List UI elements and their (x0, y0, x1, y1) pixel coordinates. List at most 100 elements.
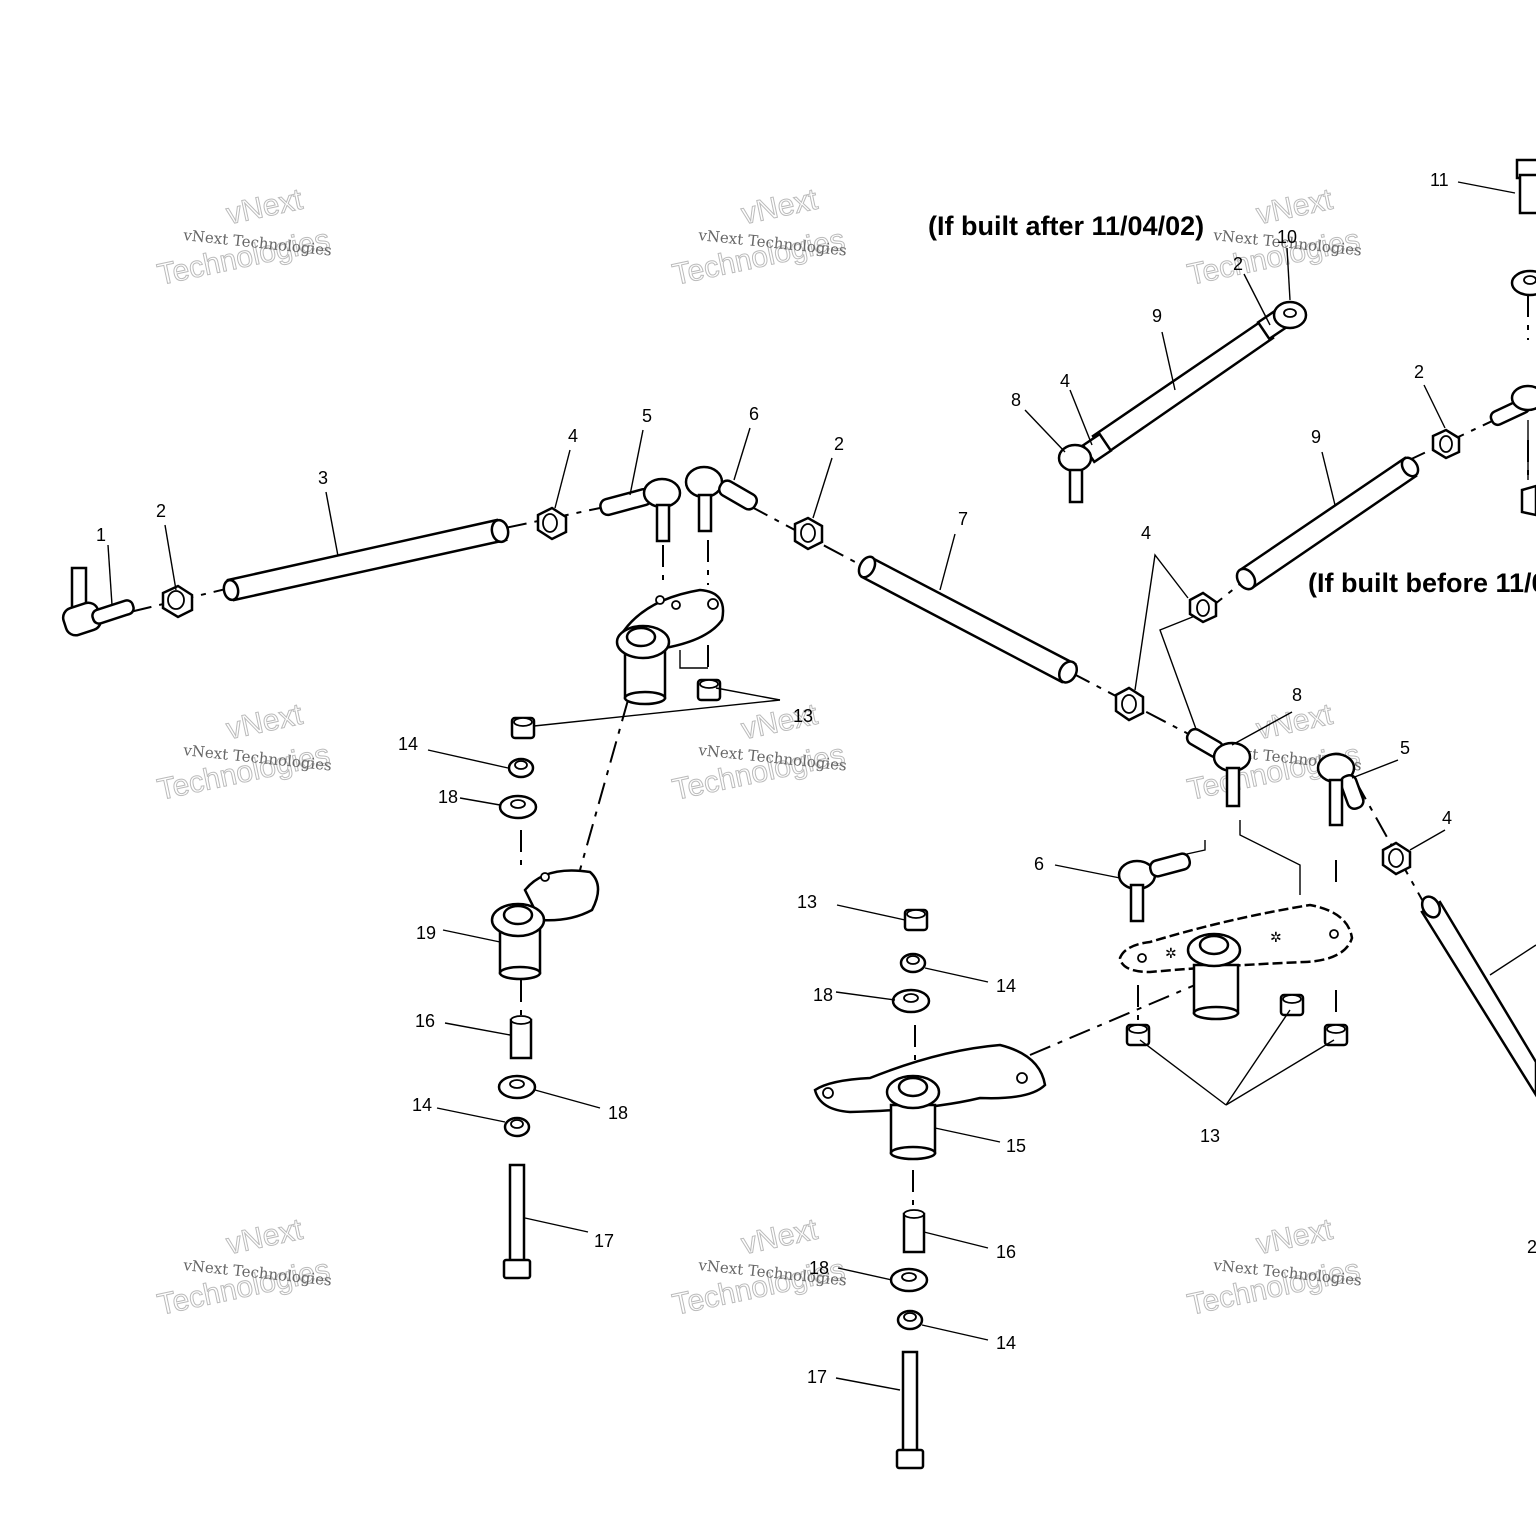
callout-4: 4 (1442, 808, 1452, 828)
part-washer-top-right[interactable] (1510, 269, 1536, 297)
part-13-lock-nut[interactable] (1125, 1023, 1151, 1047)
part-steering-arm-right[interactable]: ✲ ✲ (1118, 903, 1354, 1021)
star-mark-icon: ✲ (1270, 930, 1282, 946)
star-mark-icon: ✲ (1165, 946, 1177, 962)
callout-5: 5 (1400, 738, 1410, 758)
part-10-tie-rod-end[interactable] (1272, 300, 1308, 330)
callout-9: 9 (1311, 427, 1321, 447)
part-11-bolt[interactable] (1515, 158, 1536, 215)
part-6-tie-rod-end[interactable] (1117, 852, 1192, 923)
callout-3: 3 (318, 468, 328, 488)
part-4-jam-nut[interactable] (1114, 686, 1145, 722)
part-5-tie-rod-end[interactable] (1316, 752, 1365, 827)
callout-13: 13 (1200, 1126, 1220, 1146)
part-17-bolt[interactable] (895, 1350, 925, 1470)
callout-18: 18 (813, 985, 833, 1005)
part-14-bushing[interactable] (507, 757, 535, 779)
callout-6: 6 (1034, 854, 1044, 874)
callout-11: 11 (1430, 170, 1449, 190)
part-13-lock-nut[interactable] (1279, 993, 1305, 1017)
callout-18: 18 (438, 787, 458, 807)
callout-14: 14 (996, 976, 1016, 996)
part-14-bushing[interactable] (503, 1116, 531, 1138)
part-3-tie-rod[interactable] (222, 518, 510, 602)
callout-14: 14 (996, 1333, 1016, 1353)
callout-6: 6 (749, 404, 759, 424)
part-13-lock-nut[interactable] (1323, 1023, 1349, 1047)
svg-text:vNext: vNext (738, 183, 821, 231)
part-2-jam-nut[interactable] (161, 584, 194, 619)
part-8-tie-rod-end-after[interactable] (1057, 443, 1093, 504)
part-tie-rod-right[interactable] (1419, 893, 1536, 1098)
callout-13: 13 (797, 892, 817, 912)
part-tie-rod-end-right[interactable] (1489, 384, 1536, 517)
part-9-tie-rod-after[interactable] (1081, 309, 1288, 464)
part-4-jam-nut[interactable] (536, 506, 568, 541)
svg-text:vNext: vNext (1253, 183, 1336, 231)
callout-2: 2 (156, 501, 166, 521)
svg-text:vNext: vNext (1253, 698, 1336, 746)
note-built-after: (If built after 11/04/02) (928, 211, 1204, 241)
svg-text:vNext: vNext (738, 1213, 821, 1261)
part-18-washer[interactable] (498, 794, 538, 820)
part-4-jam-nut[interactable] (1188, 591, 1218, 624)
part-13-lock-nut[interactable] (696, 678, 722, 702)
svg-text:vNext: vNext (1253, 1213, 1336, 1261)
callout-10: 10 (1277, 227, 1297, 247)
callout-9: 9 (1152, 306, 1162, 326)
svg-text:vNext: vNext (223, 183, 306, 231)
part-9-tie-rod[interactable] (1233, 455, 1421, 593)
callout-19: 19 (416, 923, 436, 943)
part-7-tie-rod[interactable] (856, 554, 1081, 685)
callout-7: 7 (958, 509, 968, 529)
svg-text:vNext: vNext (223, 1213, 306, 1261)
svg-text:vNext: vNext (223, 698, 306, 746)
part-18-washer[interactable] (891, 988, 931, 1014)
callout-2: 2 (1233, 254, 1243, 274)
callout-4: 4 (1141, 523, 1151, 543)
callout-8: 8 (1011, 390, 1021, 410)
callout-labels: 1 2 3 4 5 6 2 7 11 10 2 9 4 8 2 9 4 13 1… (96, 170, 1536, 1387)
callout-18: 18 (608, 1103, 628, 1123)
callout-16: 16 (996, 1242, 1016, 1262)
part-6-tie-rod-end[interactable] (684, 465, 759, 533)
callout-4: 4 (568, 426, 578, 446)
callout-8: 8 (1292, 685, 1302, 705)
part-2-jam-nut[interactable] (793, 516, 824, 551)
part-steering-arm-upper[interactable] (615, 588, 725, 706)
callout-2: 2 (1414, 362, 1424, 382)
callout-1: 1 (96, 525, 106, 545)
callout-18: 18 (809, 1258, 829, 1278)
part-16-sleeve[interactable] (902, 1209, 926, 1254)
callout-2: 2 (834, 434, 844, 454)
part-16-sleeve[interactable] (509, 1015, 533, 1060)
callout-13: 13 (793, 706, 813, 726)
part-13-lock-nut[interactable] (510, 716, 536, 740)
callout-5: 5 (642, 406, 652, 426)
part-1-ball-joint[interactable] (61, 566, 136, 638)
part-19-steering-arm[interactable] (490, 869, 600, 981)
part-2-jam-nut[interactable] (1431, 428, 1461, 460)
part-18-washer[interactable] (889, 1267, 929, 1293)
leader-lines (107, 181, 1536, 1391)
callout-4: 4 (1060, 371, 1070, 391)
part-15-steering-arm[interactable] (813, 1043, 1047, 1161)
part-14-bushing[interactable] (899, 952, 927, 974)
callout-14: 14 (398, 734, 418, 754)
callout-16: 16 (415, 1011, 435, 1031)
part-13-lock-nut[interactable] (903, 908, 929, 932)
callout-17: 17 (594, 1231, 614, 1251)
note-built-before: (If built before 11/0 (1308, 568, 1536, 598)
part-14-bushing[interactable] (896, 1309, 924, 1331)
part-17-bolt[interactable] (502, 1163, 532, 1280)
callout-2: 2 (1527, 1237, 1536, 1257)
callout-17: 17 (807, 1367, 827, 1387)
part-5-tie-rod-end[interactable] (599, 477, 682, 543)
part-8-tie-rod-end[interactable] (1185, 727, 1252, 808)
callout-15: 15 (1006, 1136, 1026, 1156)
part-18-washer[interactable] (497, 1074, 537, 1100)
part-4-jam-nut[interactable] (1381, 841, 1412, 876)
callout-14: 14 (412, 1095, 432, 1115)
